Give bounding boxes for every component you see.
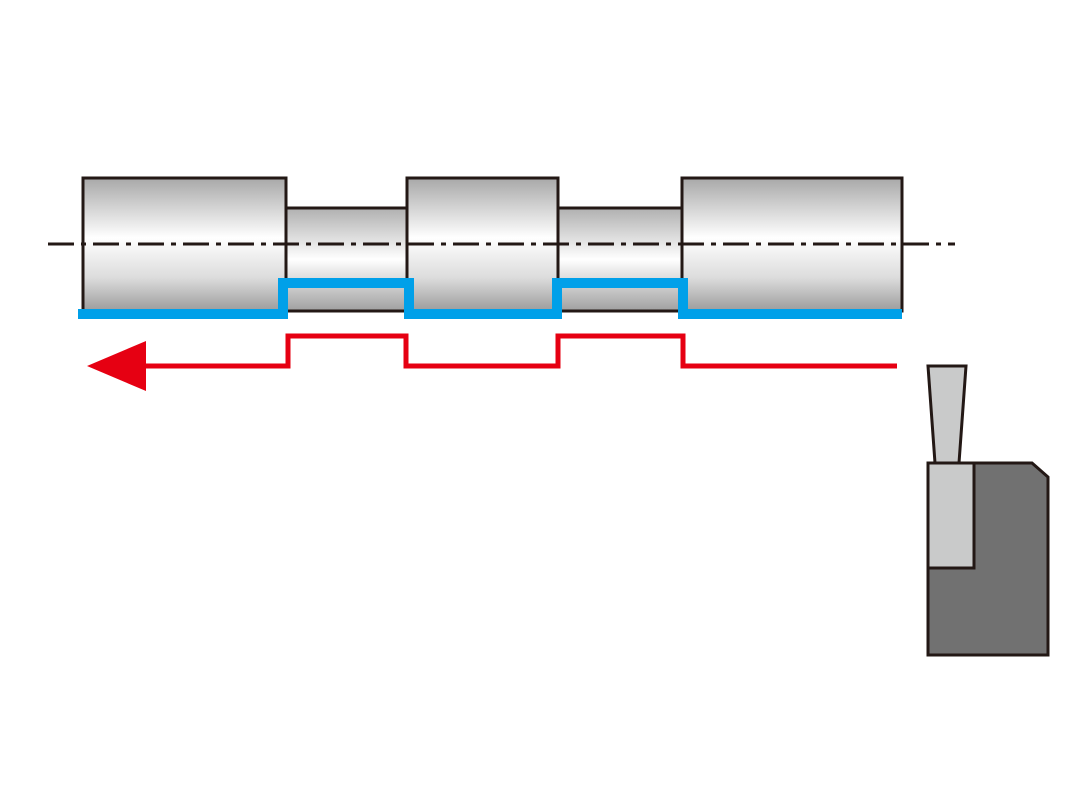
finished-profile-line: [78, 278, 902, 319]
shaft-neck-2: [556, 206, 684, 313]
shaft-neck-1: [284, 206, 409, 313]
tool-insert-body: [926, 461, 976, 570]
toolpath-line: [140, 333, 897, 369]
arrow-left-icon: [87, 341, 146, 391]
turning-tool-icon: [926, 364, 1050, 657]
tool-insert-tip: [926, 364, 968, 465]
